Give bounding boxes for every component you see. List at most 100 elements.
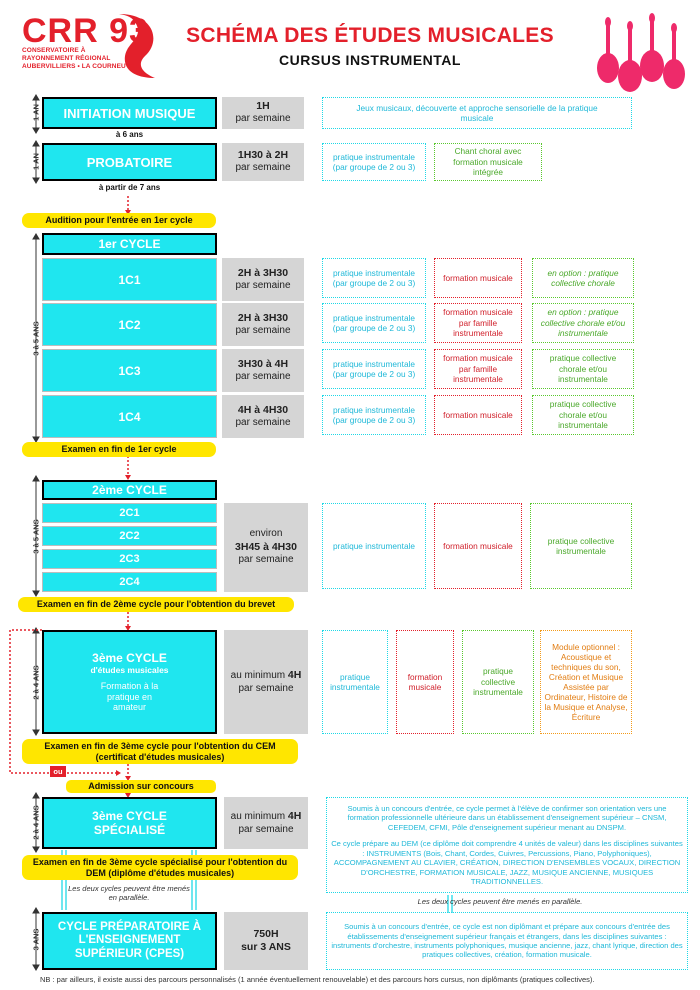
cycle1-row-label: 1C4: [42, 395, 217, 438]
cycle3s-desc: Soumis à un concours d'entrée, ce cycle …: [326, 797, 688, 893]
exam-line1: Examen en fin de 3ème cycle pour l'obten…: [44, 741, 275, 752]
cycle1-row-hours: 2H à 3H30par semaine: [222, 258, 304, 301]
audition-pill: Audition pour l'entrée en 1er cycle: [22, 213, 216, 228]
hours-min: au minimum: [231, 811, 285, 822]
cycle3s-box: 3ème CYCLE SPÉCIALISÉ: [42, 797, 217, 849]
cycle1-option: pratique collective chorale et/ou instru…: [532, 395, 634, 435]
exam-pill: Examen en fin de 2ème cycle pour l'obten…: [18, 597, 294, 612]
cycle2-title: 2ème CYCLE: [42, 480, 217, 500]
initiation-desc: Jeux musicaux, découverte et approche se…: [322, 97, 632, 129]
hours-value: 1H: [256, 100, 269, 113]
exam-line1: Examen en fin de 3ème cycle spécialisé p…: [33, 857, 287, 868]
hours-value: 2H à 3H30: [238, 312, 288, 325]
duration-label: 2 à 4 ANS: [32, 653, 41, 713]
hours-unit: par semaine: [238, 824, 293, 837]
cycle1-instr: pratique instrumentale (par groupe de 2 …: [322, 303, 426, 343]
cycle3-instr: pratique instrumentale: [322, 630, 388, 734]
logo-line2: AUBERVILLIERS • LA COURNEUVE: [22, 63, 137, 71]
hours-unit: par semaine: [235, 325, 290, 338]
hours-unit: par semaine: [235, 417, 290, 430]
hours-value: 3H30 à 4H: [238, 358, 288, 371]
cpes-desc: Soumis à un concours d'entrée, ce cycle …: [326, 912, 688, 970]
cycle1-fm: formation musicale par famille instrumen…: [434, 303, 522, 343]
exam-line2: DEM (diplôme d'études musicales): [86, 868, 234, 879]
cycle3-title: 3ème CYCLE: [92, 651, 167, 665]
hours-unit: par semaine: [235, 162, 290, 175]
ou-badge: ou: [50, 766, 66, 777]
cycle2-row: 2C1: [42, 503, 217, 523]
hours-prefix: au minimum 4H: [231, 669, 302, 683]
cycle2-fm: formation musicale: [434, 503, 522, 589]
cycle1-option: pratique collective chorale et/ou instru…: [532, 349, 634, 389]
cycle3s-para2: Ce cycle prépare au DEM (ce diplôme doit…: [331, 839, 683, 886]
hours-prefix: au minimum 4H: [231, 810, 302, 824]
cycle3-subtitle: d'études musicales: [90, 665, 168, 675]
cycle2-row: 2C3: [42, 549, 217, 569]
cycle1-title: 1er CYCLE: [42, 233, 217, 255]
probatoire-instr: pratique instrumentale (par groupe de 2 …: [322, 143, 426, 181]
cycle3-box: 3ème CYCLE d'études musicales Formation …: [42, 630, 217, 734]
cycle1-row-label: 1C3: [42, 349, 217, 392]
logo-line1: CONSERVATOIRE À RAYONNEMENT RÉGIONAL: [22, 47, 137, 63]
hours-prefix: environ: [250, 528, 283, 541]
page-title: SCHÉMA DES ÉTUDES MUSICALES: [170, 24, 570, 48]
cycle3s-para1: Soumis à un concours d'entrée, ce cycle …: [331, 804, 683, 832]
exam-line2: (certificat d'études musicales): [96, 752, 225, 763]
cycle1-row-label: 1C1: [42, 258, 217, 301]
hours-unit: par semaine: [238, 554, 293, 567]
hours-value: 4H: [288, 669, 301, 681]
hours-unit: par semaine: [235, 371, 290, 384]
footer-note: NB : par ailleurs, il existe aussi des p…: [40, 975, 680, 984]
exam-pill: Examen en fin de 3ème cycle pour l'obten…: [22, 739, 298, 764]
probatoire-chant: Chant choral avec formation musicale int…: [434, 143, 542, 181]
hours-unit: par semaine: [238, 683, 293, 696]
cycle1-fm: formation musicale par famille instrumen…: [434, 349, 522, 389]
hours-min: au minimum: [231, 670, 285, 681]
hours-unit: sur 3 ANS: [241, 941, 291, 954]
page-subtitle: CURSUS INSTRUMENTAL: [170, 52, 570, 68]
cycle2-instr: pratique instrumentale: [322, 503, 426, 589]
duration-label: 3 ANS: [32, 910, 41, 970]
probatoire-box: PROBATOIRE: [42, 143, 217, 181]
cycle1-instr: pratique instrumentale (par groupe de 2 …: [322, 258, 426, 298]
age-note: à partir de 7 ans: [42, 183, 217, 192]
hours-value: 4H à 4H30: [238, 404, 288, 417]
hours-value: 2H à 3H30: [238, 267, 288, 280]
admission-pill: Admission sur concours: [66, 780, 216, 793]
cycle2-row: 2C2: [42, 526, 217, 546]
hours-value: 750H: [253, 928, 278, 941]
initiation-box: INITIATION MUSIQUE: [42, 97, 217, 129]
age-note: à 6 ans: [42, 130, 217, 139]
cycle1-instr: pratique instrumentale (par groupe de 2 …: [322, 395, 426, 435]
hours-value: 3H45 à 4H30: [235, 541, 297, 554]
parallel-note: Les deux cycles peuvent être menés en pa…: [400, 897, 600, 906]
cycle1-fm: formation musicale: [434, 258, 522, 298]
hours-unit: par semaine: [235, 113, 290, 126]
cycle1-row-label: 1C2: [42, 303, 217, 346]
cycle2-row: 2C4: [42, 572, 217, 592]
duration-label: 1 AN: [32, 132, 41, 192]
cycle1-fm: formation musicale: [434, 395, 522, 435]
exam-pill: Examen en fin de 3ème cycle spécialisé p…: [22, 855, 298, 880]
cycle3-fm: formation musicale: [396, 630, 454, 734]
cycle3s-title1: 3ème CYCLE: [92, 809, 167, 823]
hours-value: 1H30 à 2H: [238, 149, 288, 162]
cycle3s-title2: SPÉCIALISÉ: [94, 823, 165, 837]
cycle1-option: en option : pratique collective chorale: [532, 258, 634, 298]
duration-label: 3 à 5 ANS: [32, 309, 41, 369]
cycle3-note: Formation à la pratique en amateur: [95, 681, 165, 713]
cpes-box: CYCLE PRÉPARATOIRE À L'ENSEIGNEMENT SUPÉ…: [42, 912, 217, 970]
cycle1-instr: pratique instrumentale (par groupe de 2 …: [322, 349, 426, 389]
cycle1-option: en option : pratique collective chorale …: [532, 303, 634, 343]
exam-pill: Examen en fin de 1er cycle: [22, 442, 216, 457]
cycle3-collective: pratique collective instrumentale: [462, 630, 534, 734]
violins-icon: [588, 6, 693, 98]
